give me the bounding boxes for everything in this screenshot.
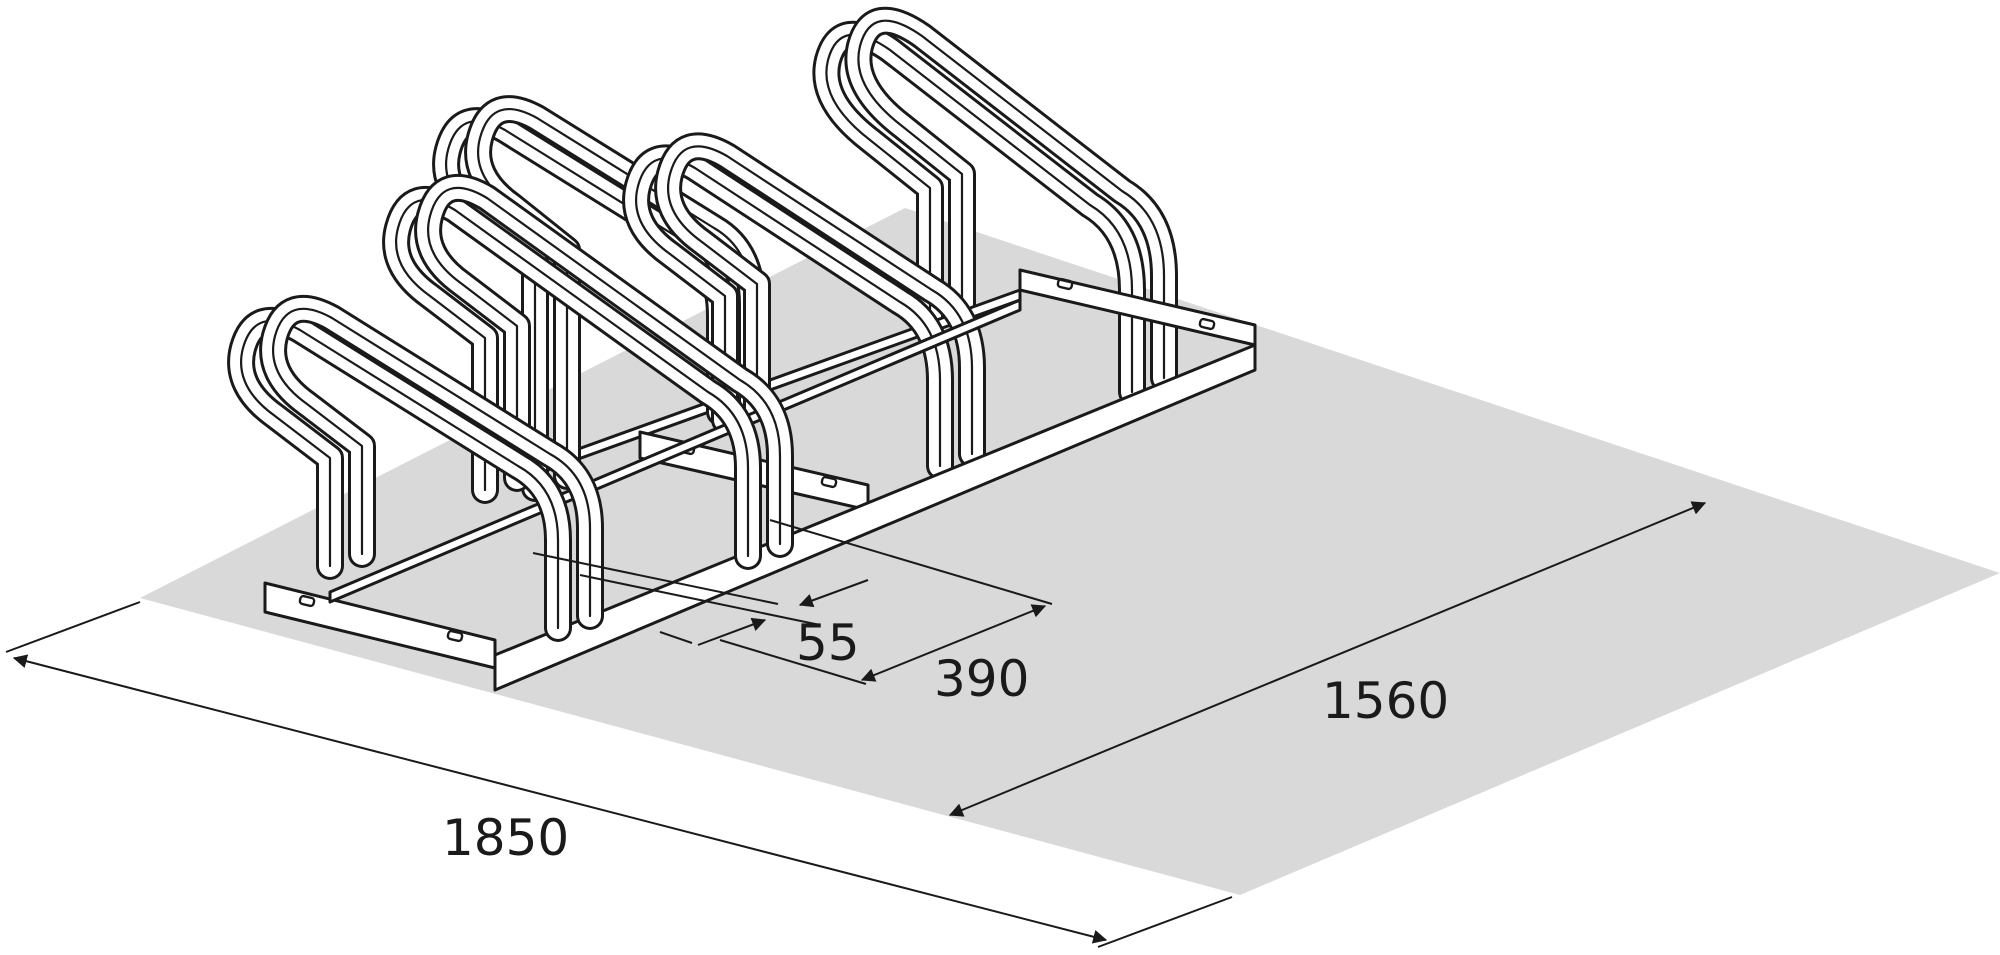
dimension-label-390: 390 xyxy=(934,650,1029,708)
dimension-55 xyxy=(532,552,869,646)
rack-frame-front xyxy=(263,298,1257,692)
bike-hoop-back-right xyxy=(812,6,1178,406)
floor-footprint xyxy=(140,208,2000,895)
dimension-label-1560: 1560 xyxy=(1322,672,1449,730)
dimension-label-1850: 1850 xyxy=(442,809,569,867)
bike-hoop-front-left xyxy=(227,294,604,642)
bike-hoop-front-right xyxy=(382,173,794,570)
dimension-label-55: 55 xyxy=(796,614,860,672)
dimension-1560 xyxy=(948,501,1707,817)
dimension-1850 xyxy=(5,601,1233,948)
dimension-390 xyxy=(719,519,1053,685)
